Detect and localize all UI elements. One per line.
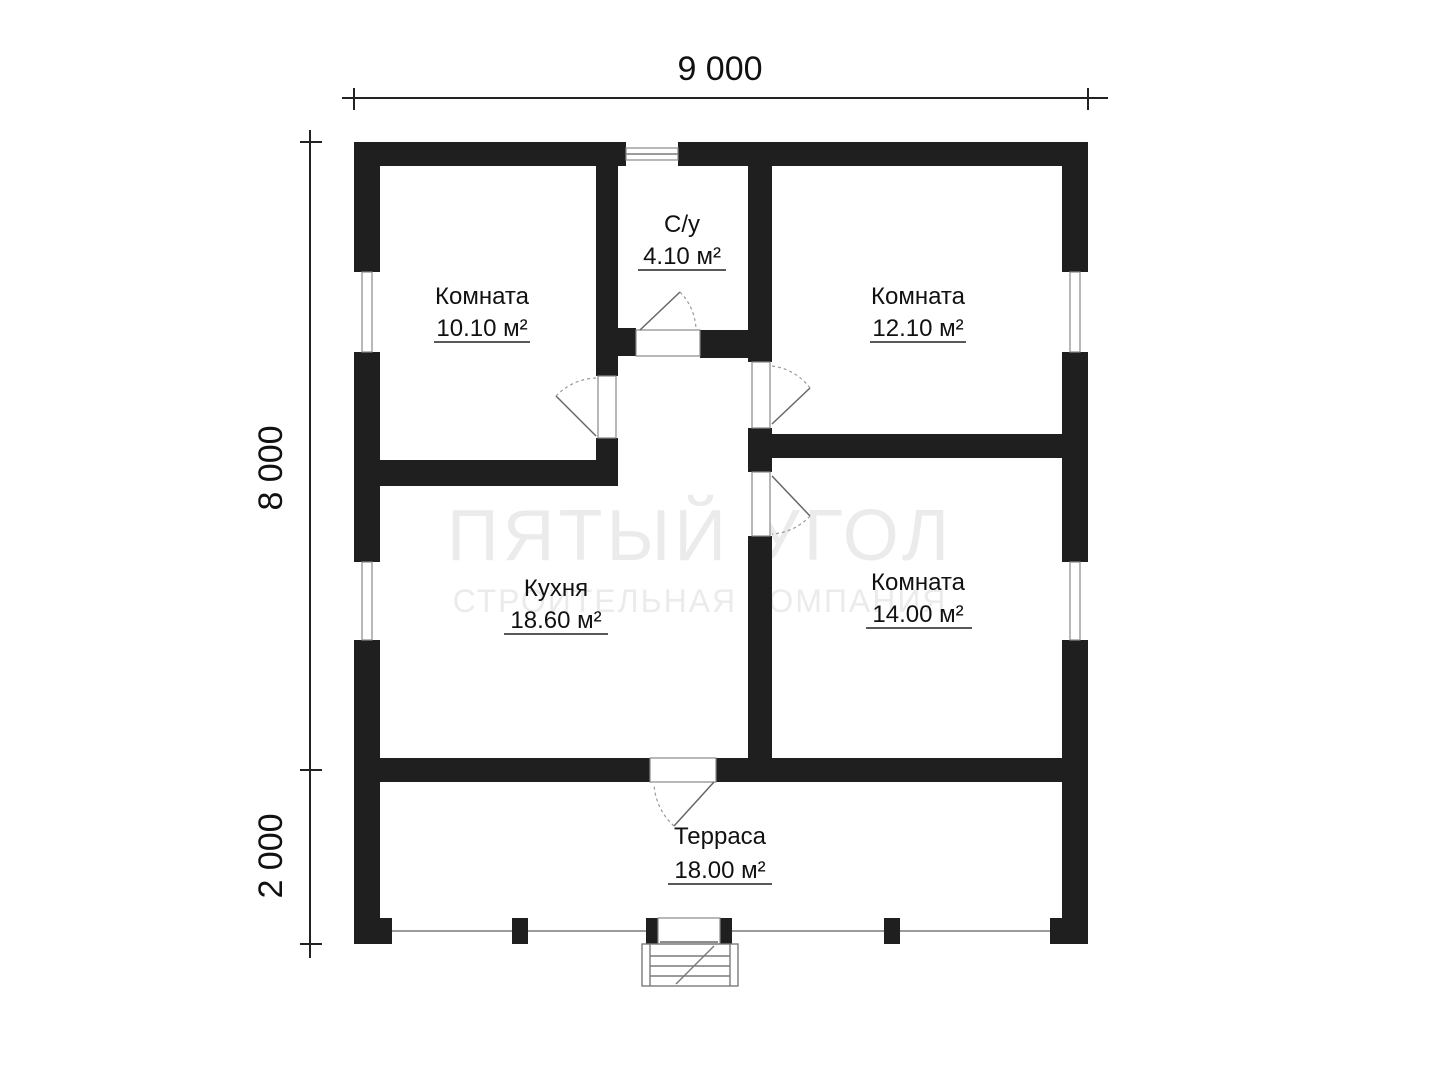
room-name: Комната <box>435 283 530 310</box>
watermark-subtitle: СТРОИТЕЛЬНАЯ КОМПАНИЯ <box>453 583 948 619</box>
door-right-room-bottom <box>751 471 811 537</box>
window-left-kitchen <box>361 561 373 641</box>
width-dimension-label: 9 000 <box>677 50 762 88</box>
room-name: Кухня <box>524 575 588 602</box>
door-terrace <box>649 757 717 827</box>
room-area: 18.60 м² <box>510 607 601 634</box>
entrance-steps <box>641 943 739 987</box>
room-name: Комната <box>871 283 966 310</box>
door-left-room <box>555 375 617 439</box>
room-area: 18.00 м² <box>674 857 765 884</box>
window-right-room-top <box>1069 271 1081 353</box>
room-name: С/у <box>664 211 700 238</box>
room-label-left-room: Комната 10.10 м² <box>434 283 530 343</box>
dimension-height: 8 000 2 000 <box>252 130 322 958</box>
window-right-room-bottom <box>1069 561 1081 641</box>
door-entrance <box>657 917 721 945</box>
room-label-right-top-room: Комната 12.10 м² <box>870 283 966 343</box>
room-area: 14.00 м² <box>872 601 963 628</box>
room-label-terrace: Терраса 18.00 м² <box>668 823 772 885</box>
room-name: Терраса <box>674 823 767 850</box>
watermark: ПЯТЫЙ УГОЛ СТРОИТЕЛЬНАЯ КОМПАНИЯ <box>447 494 953 619</box>
windows <box>361 147 1081 932</box>
door-right-room-top <box>751 361 811 429</box>
doors <box>555 291 811 945</box>
watermark-title: ПЯТЫЙ УГОЛ <box>447 494 953 576</box>
room-label-right-bottom-room: Комната 14.00 м² <box>866 569 972 629</box>
door-bathroom <box>635 291 701 357</box>
room-area: 12.10 м² <box>872 315 963 342</box>
room-area: 10.10 м² <box>436 315 527 342</box>
walls <box>354 142 1088 944</box>
room-label-bathroom: С/у 4.10 м² <box>638 211 726 271</box>
terrace-height-dimension-label: 2 000 <box>252 813 290 898</box>
dimension-width: 9 000 <box>342 50 1108 110</box>
house-height-dimension-label: 8 000 <box>252 425 290 510</box>
window-left-room <box>361 271 373 353</box>
room-label-kitchen: Кухня 18.60 м² <box>504 575 608 635</box>
room-area: 4.10 м² <box>643 243 721 270</box>
room-name: Комната <box>871 569 966 596</box>
